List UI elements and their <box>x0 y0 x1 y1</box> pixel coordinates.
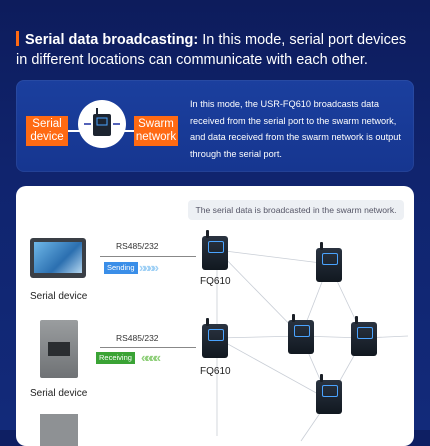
node-label: FQ610 <box>200 276 231 287</box>
fq610-node <box>202 318 228 358</box>
fq610-node <box>202 230 228 270</box>
right-connector <box>124 130 136 132</box>
mode-summary-panel: Serial device Swarm network In this mode… <box>16 80 414 172</box>
broadcast-diagram-card: The serial data is broadcasted in the sw… <box>16 186 414 446</box>
plc-serial-device <box>40 320 78 378</box>
node-label: FQ610 <box>200 366 231 377</box>
fq610-hub <box>78 100 126 148</box>
diagram-caption: The serial data is broadcasted in the sw… <box>188 200 404 220</box>
section-heading: Serial data broadcasting: In this mode, … <box>16 30 416 70</box>
sending-arrows-icon: »»»» <box>139 260 159 275</box>
serial-link <box>100 256 196 257</box>
device-label: Serial device <box>30 388 88 399</box>
device-label: Serial device <box>30 291 88 302</box>
left-connector <box>68 130 80 132</box>
protocol-label: RS485/232 <box>116 241 159 251</box>
swarm-network-tag: Swarm network <box>134 116 178 146</box>
receiving-badge: Receiving <box>96 352 135 364</box>
mode-description: In this mode, the USR-FQ610 broadcasts d… <box>190 99 401 159</box>
serial-device-partial <box>40 414 78 446</box>
sending-badge: Sending <box>104 262 138 274</box>
protocol-label: RS485/232 <box>116 333 159 343</box>
hmi-serial-device <box>30 238 86 278</box>
fq610-node <box>316 374 342 414</box>
heading-text: In this mode, serial port devices in dif… <box>16 32 407 68</box>
fq610-node <box>351 316 377 356</box>
fq610-device-icon <box>84 108 120 136</box>
serial-device-tag: Serial device <box>26 116 68 146</box>
fq610-node <box>288 314 314 354</box>
receiving-arrows-icon: «««« <box>141 350 161 365</box>
serial-link <box>100 347 196 348</box>
fq610-node <box>316 242 342 282</box>
heading-bold: Serial data broadcasting: <box>25 32 199 48</box>
heading-accent-bar <box>16 31 19 46</box>
